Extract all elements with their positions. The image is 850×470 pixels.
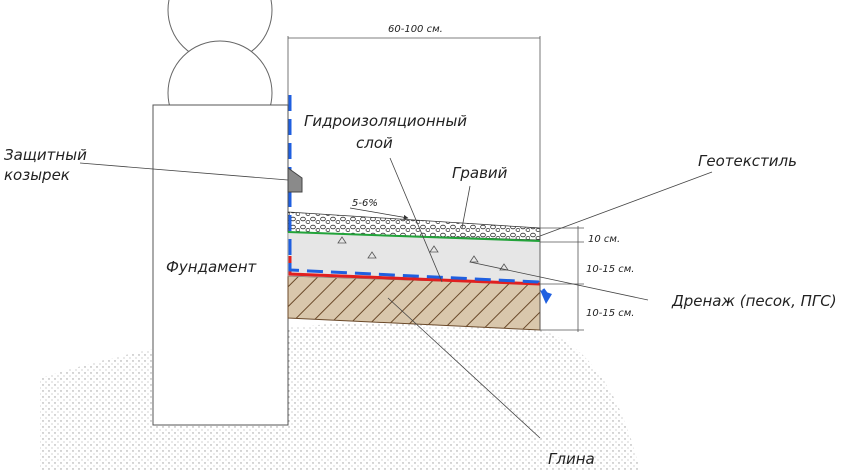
soil-ground	[40, 321, 640, 470]
protective-visor	[287, 167, 303, 193]
leader-lines	[79, 157, 713, 439]
foundation-label: Фундамент	[166, 258, 258, 276]
protective-visor-label-1: Защитный	[4, 146, 87, 164]
waterproofing-label-1: Гидроизоляционный	[304, 112, 467, 130]
slope-label: 5-6%	[352, 198, 378, 209]
clay-layer-dim: 10-15 см.	[586, 308, 634, 319]
protective-visor-label-2: козырек	[4, 166, 70, 184]
clay-label: Глина	[548, 450, 595, 468]
slope-arrow	[349, 207, 409, 220]
drain-layer-dim: 10-15 см.	[586, 264, 634, 275]
width-dimension: 60-100 см.	[388, 24, 443, 35]
gravel-label: Гравий	[452, 164, 508, 182]
foundation-block	[152, 104, 289, 426]
geotextile-label: Геотекстиль	[698, 152, 797, 170]
drainage-label: Дренаж (песок, ПГС)	[671, 292, 837, 310]
geotextile-line	[287, 231, 541, 242]
right-dimension-lines	[540, 226, 584, 332]
drain-symbols	[337, 236, 509, 271]
clay-top-line	[288, 256, 541, 286]
waterproofing-label-2: слой	[356, 134, 393, 152]
gravel-layer-dim: 10 см.	[588, 234, 620, 245]
waterproofing-end-marker	[540, 290, 552, 304]
